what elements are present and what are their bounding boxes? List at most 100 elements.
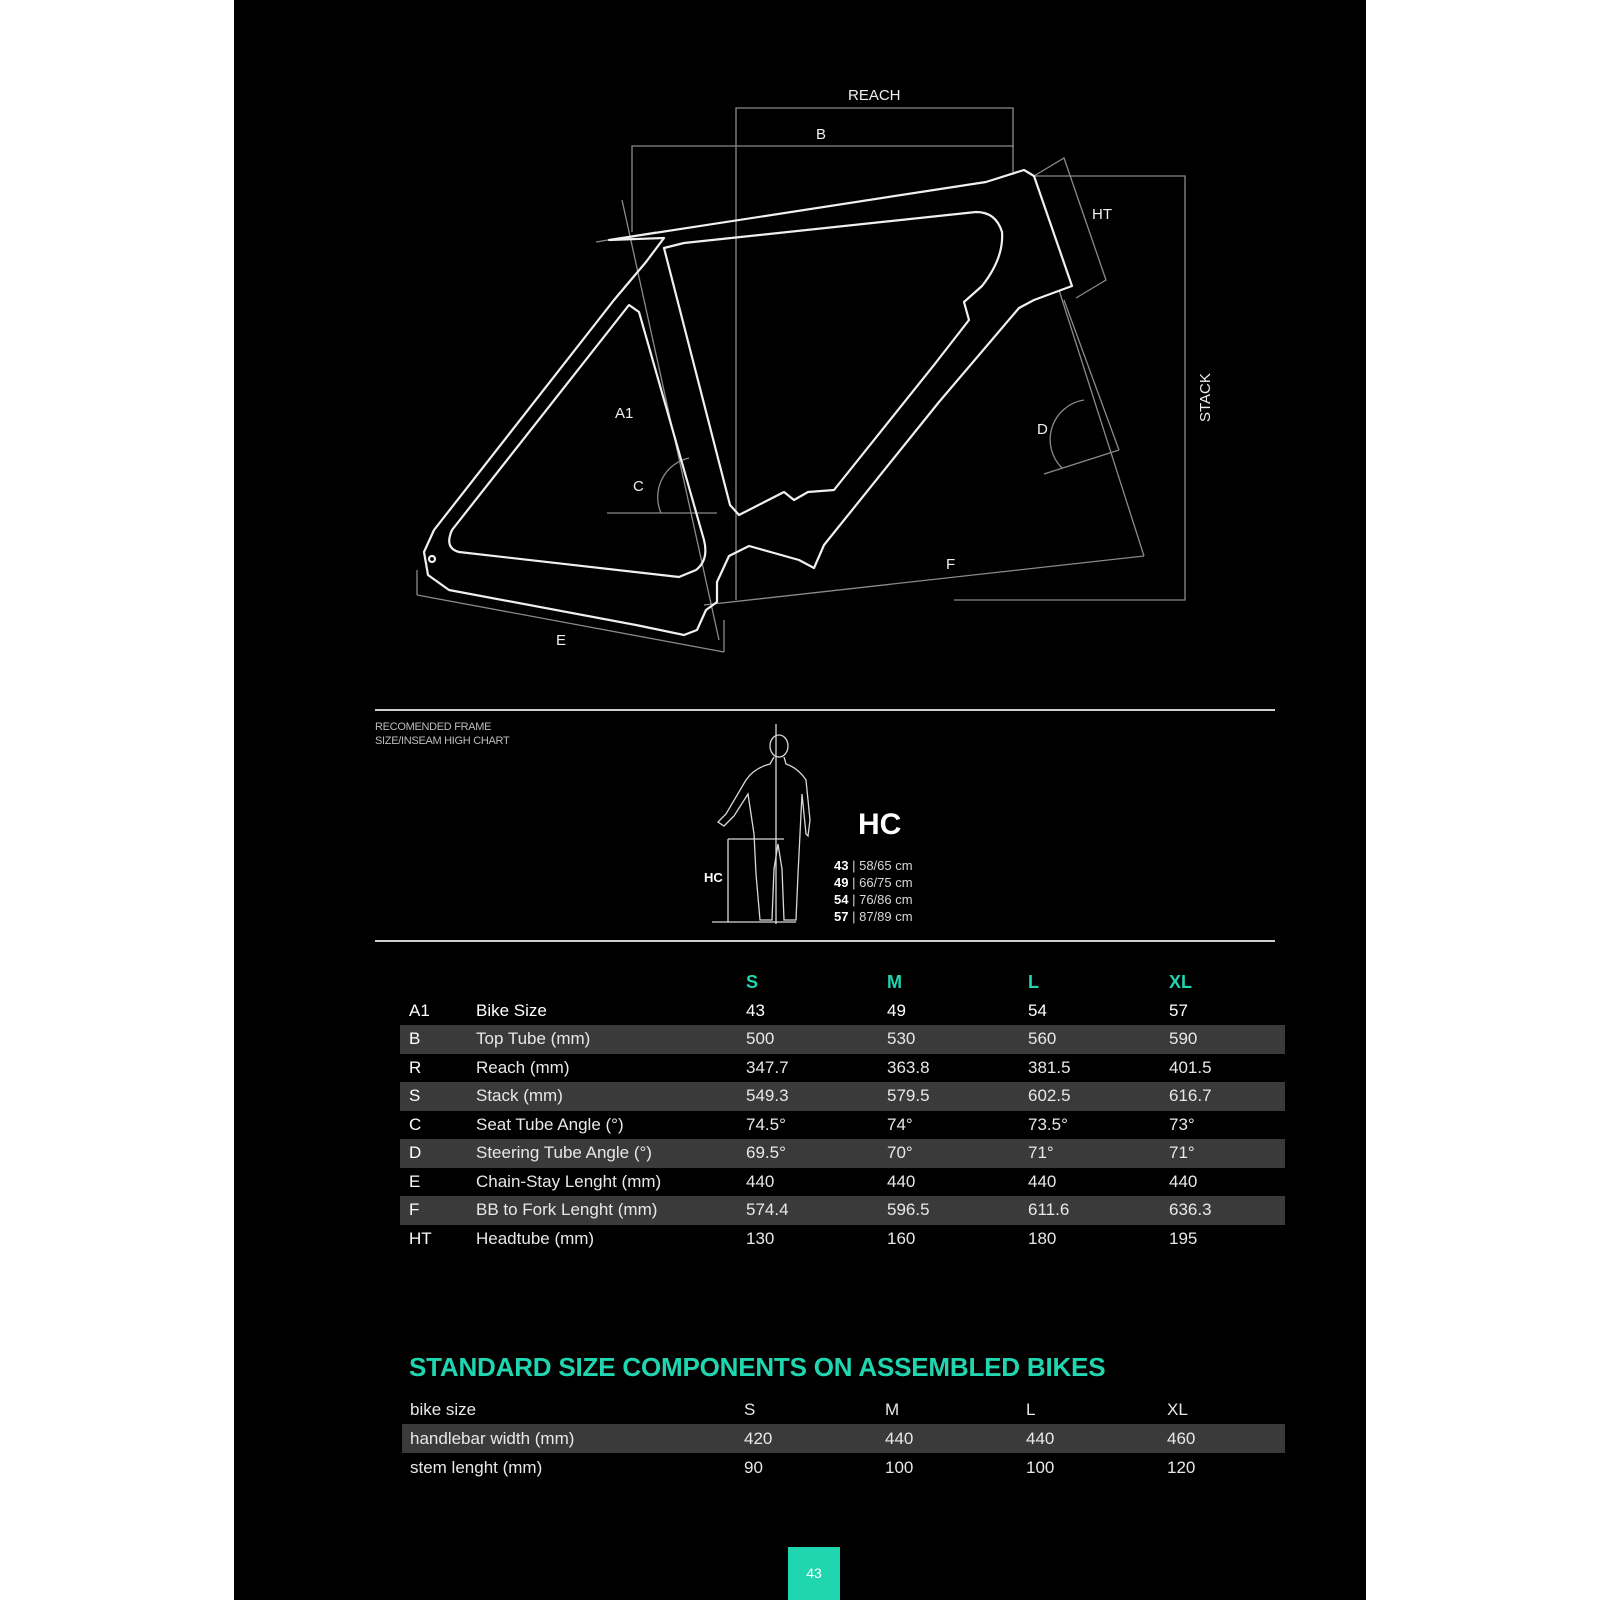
cell: 401.5 <box>1169 1057 1212 1077</box>
label-e: E <box>556 632 566 649</box>
cell: 611.6 <box>1028 1200 1070 1220</box>
cell: M <box>885 1399 900 1419</box>
cell: 73.5° <box>1028 1114 1068 1134</box>
row-code: B <box>409 1029 421 1049</box>
cell: 195 <box>1169 1228 1198 1248</box>
cell: 596.5 <box>887 1200 930 1220</box>
cell: 90 <box>744 1457 763 1477</box>
row-code: C <box>409 1114 422 1134</box>
cell: 530 <box>887 1029 916 1049</box>
row-label: Top Tube (mm) <box>476 1029 591 1049</box>
divider-bottom <box>375 940 1275 942</box>
row-code: D <box>409 1143 422 1163</box>
table-row: F BB to Fork Lenght (mm) 574.4 596.5 611… <box>400 1196 1285 1225</box>
label-stack: STACK <box>1197 373 1214 422</box>
geometry-header-row: S M L XL <box>400 968 1285 997</box>
cell: 71° <box>1169 1143 1195 1163</box>
cell: 420 <box>744 1428 773 1448</box>
label-c: C <box>633 478 644 495</box>
label-a1: A1 <box>615 405 633 422</box>
table-row: handlebar width (mm) 420 440 440 460 <box>402 1424 1285 1453</box>
cell: 160 <box>887 1228 916 1248</box>
header-size-s: S <box>746 971 759 992</box>
rider-silhouette-icon <box>712 724 811 924</box>
label-b: B <box>816 126 826 143</box>
cell: 100 <box>1026 1457 1055 1477</box>
header-size-m: M <box>887 971 902 992</box>
cell: 440 <box>1169 1171 1198 1191</box>
fit-chart-title: RECOMENDED FRAME SIZE/INSEAM HIGH CHART <box>375 720 595 748</box>
table-row: B Top Tube (mm) 500 530 560 590 <box>400 1025 1285 1054</box>
inseam-size-row: 54 | 76/86 cm <box>834 892 913 907</box>
chainstay-dimension-line <box>416 594 725 653</box>
inseam-size-row: 57 | 87/89 cm <box>834 909 913 924</box>
row-code: HT <box>409 1228 432 1248</box>
row-label: Reach (mm) <box>476 1057 570 1077</box>
cell: 71° <box>1028 1143 1054 1163</box>
components-table: bike size S M L XL handlebar width (mm) … <box>402 1395 1285 1482</box>
table-row: S Stack (mm) 549.3 579.5 602.5 616.7 <box>400 1082 1285 1111</box>
components-title: STANDARD SIZE COMPONENTS ON ASSEMBLED BI… <box>409 1352 1106 1382</box>
cell: 73° <box>1169 1114 1195 1134</box>
frame-geometry-diagram: REACH B HT STACK A1 C D F E <box>416 87 1214 653</box>
label-f: F <box>946 556 955 573</box>
cell: L <box>1026 1399 1036 1419</box>
reach-dimension-line <box>735 107 1014 600</box>
inseam-size-list: 43 | 58/65 cm 49 | 66/75 cm 54 | 76/86 c… <box>834 857 913 925</box>
bike-frame-outline <box>422 168 1074 637</box>
row-code: A1 <box>409 1000 430 1020</box>
geometry-table: S M L XL A1 Bike Size 43 49 54 57 B Top … <box>400 968 1285 1253</box>
header-size-xl: XL <box>1169 971 1193 992</box>
table-row: C Seat Tube Angle (°) 74.5° 74° 73.5° 73… <box>400 1111 1285 1140</box>
cell: 180 <box>1028 1228 1057 1248</box>
label-reach: REACH <box>848 87 901 104</box>
stack-dimension-line <box>954 175 1186 601</box>
row-label: Seat Tube Angle (°) <box>476 1114 624 1134</box>
inseam-size-row: 49 | 66/75 cm <box>834 875 913 890</box>
table-row: HT Headtube (mm) 130 160 180 195 <box>400 1225 1285 1254</box>
table-row: D Steering Tube Angle (°) 69.5° 70° 71° … <box>400 1139 1285 1168</box>
row-label: BB to Fork Lenght (mm) <box>476 1200 658 1220</box>
cell: 381.5 <box>1028 1057 1071 1077</box>
fit-chart-title-line2: SIZE/INSEAM HIGH CHART <box>375 735 510 747</box>
header-size-l: L <box>1028 971 1039 992</box>
row-code: S <box>409 1086 421 1106</box>
divider-top <box>375 709 1275 711</box>
cell: 590 <box>1169 1029 1198 1049</box>
cell: 460 <box>1167 1428 1196 1448</box>
row-label: bike size <box>410 1399 477 1419</box>
table-row: E Chain-Stay Lenght (mm) 440 440 440 440 <box>400 1168 1285 1197</box>
cell: 74° <box>887 1114 913 1134</box>
row-label: Stack (mm) <box>476 1086 563 1106</box>
cell: 440 <box>746 1171 775 1191</box>
cell: 57 <box>1169 1000 1188 1020</box>
fit-chart-title-line1: RECOMENDED FRAME <box>375 721 492 733</box>
cell: 560 <box>1028 1029 1057 1049</box>
row-code: F <box>409 1200 420 1220</box>
cell: 130 <box>746 1228 775 1248</box>
page-number-badge: 43 <box>788 1547 840 1600</box>
cell: 440 <box>1026 1428 1055 1448</box>
row-label: Headtube (mm) <box>476 1228 595 1248</box>
cell: 347.7 <box>746 1057 789 1077</box>
cell: 500 <box>746 1029 775 1049</box>
cell: 69.5° <box>746 1143 786 1163</box>
cell: 363.8 <box>887 1057 930 1077</box>
cell: 54 <box>1028 1000 1047 1020</box>
top-tube-dimension-line <box>631 145 1014 232</box>
cell: 574.4 <box>746 1200 789 1220</box>
inseam-label: HC <box>704 870 723 885</box>
bb-to-fork-dimension-line <box>703 555 1145 606</box>
row-label: Chain-Stay Lenght (mm) <box>476 1171 662 1191</box>
inseam-size-row: 43 | 58/65 cm <box>834 858 913 873</box>
cell: 579.5 <box>887 1086 930 1106</box>
cell: 440 <box>1028 1171 1057 1191</box>
cell: 70° <box>887 1143 913 1163</box>
row-label: stem lenght (mm) <box>410 1457 543 1477</box>
cell: 602.5 <box>1028 1086 1071 1106</box>
cell: S <box>744 1399 756 1419</box>
cell: 440 <box>885 1428 914 1448</box>
label-d: D <box>1037 421 1048 438</box>
cell: 616.7 <box>1169 1086 1212 1106</box>
label-ht: HT <box>1092 206 1112 223</box>
